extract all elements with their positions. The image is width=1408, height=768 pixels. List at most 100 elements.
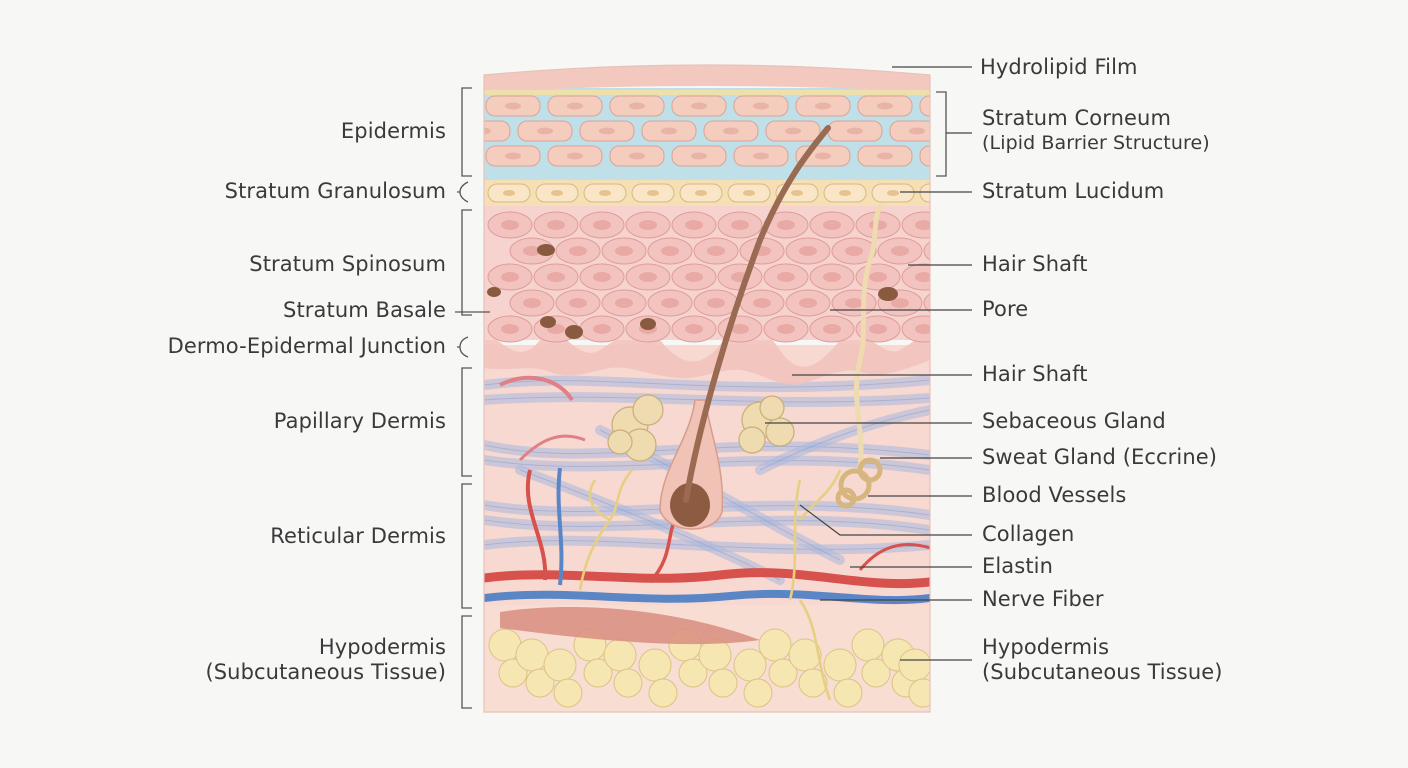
fat-cell xyxy=(603,638,637,672)
label-collagen: Collagen xyxy=(982,522,1075,546)
spinous-nucleus xyxy=(593,220,611,230)
spinous-nucleus xyxy=(707,246,725,256)
fat-cell xyxy=(553,678,583,708)
granular-nucleus xyxy=(839,190,851,196)
spinous-nucleus xyxy=(799,298,817,308)
label-epidermis: Epidermis xyxy=(340,119,446,143)
granular-nucleus xyxy=(695,190,707,196)
spinous-nucleus xyxy=(523,298,541,308)
skin-block-outline xyxy=(483,64,931,713)
corneocyte-nucleus xyxy=(505,102,521,110)
granular-nucleus xyxy=(743,190,755,196)
spinous-nucleus xyxy=(661,298,679,308)
fat-cell xyxy=(798,668,828,698)
spinous-nucleus xyxy=(501,220,519,230)
spinous-nucleus xyxy=(615,298,633,308)
hydrolipid-film-layer xyxy=(484,65,930,92)
corneocyte-nucleus xyxy=(753,152,769,160)
melanocytes xyxy=(487,244,898,339)
collagen-fibril xyxy=(519,469,781,581)
sweat-gland-coil xyxy=(835,457,883,509)
label-stratum-spinosum: Stratum Spinosum xyxy=(249,252,446,276)
spinous-nucleus xyxy=(823,220,841,230)
label-hypodermis-right: Hypodermis (Subcutaneous Tissue) xyxy=(982,635,1223,685)
sebaceous-glands xyxy=(607,394,795,462)
fat-cell xyxy=(743,678,773,708)
label-hypodermis-left-line2: (Subcutaneous Tissue) xyxy=(205,660,446,684)
blood-vessels xyxy=(484,375,930,605)
spinous-nucleus xyxy=(915,324,930,334)
fat-cell xyxy=(648,678,678,708)
spinous-nucleus xyxy=(501,272,519,282)
fat-cell xyxy=(758,628,792,662)
granular-nucleus xyxy=(551,190,563,196)
fat-cell xyxy=(708,668,738,698)
fat-cell xyxy=(515,638,549,672)
muscle-bundle xyxy=(500,607,760,645)
spinous-nucleus xyxy=(823,324,841,334)
spinous-nucleus xyxy=(501,324,519,334)
hair-bulb xyxy=(670,483,710,527)
corneocyte-nucleus xyxy=(723,127,739,135)
label-stratum-basale: Stratum Basale xyxy=(283,298,446,322)
label-papillary-dermis: Papillary Dermis xyxy=(273,409,446,433)
right-bracket xyxy=(936,91,947,177)
label-stratum-granulosum: Stratum Granulosum xyxy=(224,179,446,203)
granular-nucleus xyxy=(599,190,611,196)
label-sebaceous-gland: Sebaceous Gland xyxy=(982,409,1166,433)
spinous-nucleus xyxy=(593,324,611,334)
collagen-fibril xyxy=(484,444,930,456)
spinous-nucleus xyxy=(731,220,749,230)
spinous-nucleus xyxy=(915,220,930,230)
spinous-nucleus xyxy=(777,324,795,334)
granular-nucleus xyxy=(935,190,947,196)
sweat-duct xyxy=(853,203,885,471)
corneocyte-nucleus xyxy=(629,102,645,110)
spinous-nucleus xyxy=(685,272,703,282)
corneocyte-nucleus xyxy=(877,102,893,110)
spinous-nucleus xyxy=(799,246,817,256)
corneocyte-nucleus xyxy=(567,102,583,110)
fat-cell xyxy=(823,648,857,682)
granular-cell xyxy=(919,183,930,203)
spinous-nucleus xyxy=(869,272,887,282)
spinous-nucleus xyxy=(823,272,841,282)
corneocyte-nucleus xyxy=(661,127,677,135)
corneocyte-nucleus xyxy=(599,127,615,135)
spinous-nucleus xyxy=(615,246,633,256)
label-blood-vessels: Blood Vessels xyxy=(982,483,1127,507)
label-hair-shaft-upper: Hair Shaft xyxy=(982,252,1088,276)
spinous-nucleus xyxy=(661,246,679,256)
corneocyte-nucleus xyxy=(785,127,801,135)
spinous-nucleus xyxy=(845,246,863,256)
label-sweat-gland: Sweat Gland (Eccrine) xyxy=(982,445,1218,469)
spinous-cell xyxy=(923,237,930,265)
fat-cell xyxy=(908,678,930,708)
granular-nucleus xyxy=(887,190,899,196)
corneocyte-nucleus xyxy=(815,102,831,110)
spinous-nucleus xyxy=(937,246,955,256)
collagen-fibril xyxy=(759,409,930,471)
spinous-nucleus xyxy=(915,272,930,282)
fat-cell xyxy=(583,658,613,688)
fat-cell xyxy=(638,648,672,682)
fat-cell xyxy=(543,648,577,682)
spinous-nucleus xyxy=(639,272,657,282)
spinous-nucleus xyxy=(593,272,611,282)
spinous-nucleus xyxy=(569,246,587,256)
spinous-cell xyxy=(923,289,930,317)
corneocyte xyxy=(484,120,511,142)
nerve-fibers xyxy=(578,469,842,701)
granular-cells xyxy=(487,183,947,203)
corneocyte-nucleus xyxy=(753,102,769,110)
label-stratum-corneum: Stratum Corneum (Lipid Barrier Structure… xyxy=(982,106,1210,156)
spinous-nucleus xyxy=(685,220,703,230)
fat-cell xyxy=(678,658,708,688)
label-nerve-fiber: Nerve Fiber xyxy=(982,587,1104,611)
collagen-fibril xyxy=(484,396,930,403)
right-leader-lines xyxy=(765,66,972,661)
spinous-nucleus xyxy=(845,298,863,308)
label-elastin: Elastin xyxy=(982,554,1053,578)
